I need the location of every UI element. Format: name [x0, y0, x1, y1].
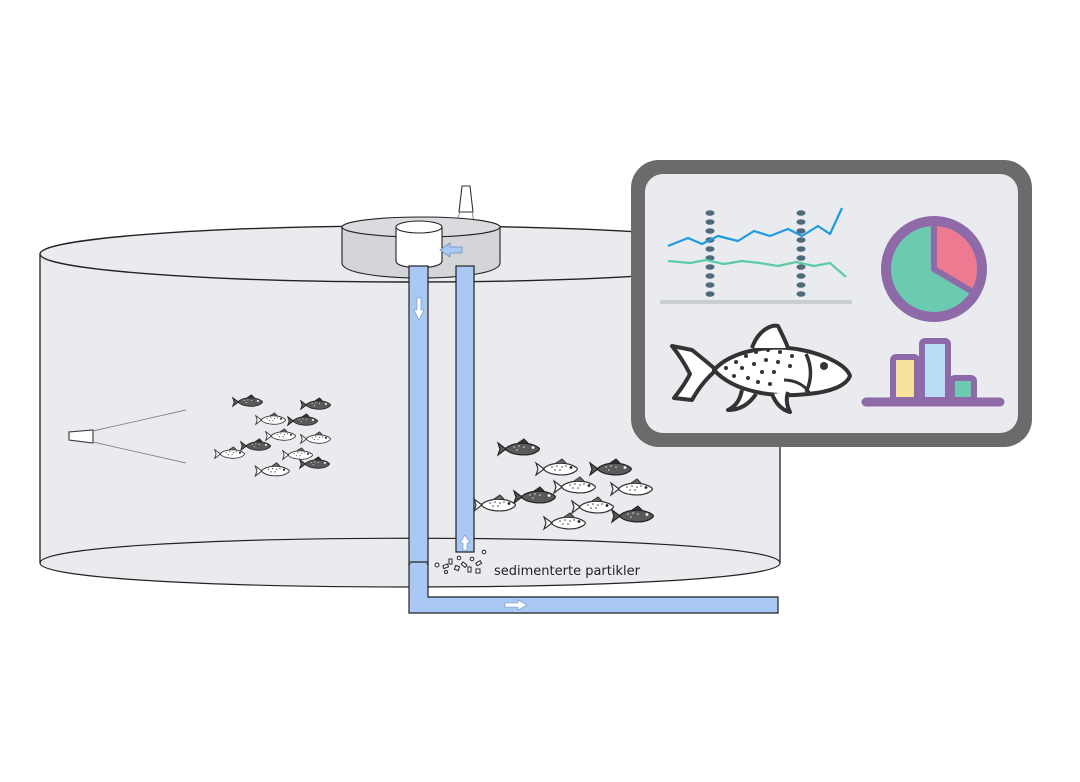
sediment-label: sedimenterte partikler: [494, 564, 641, 579]
pie-chart-icon: [881, 216, 987, 322]
flow-arrow-icon: [439, 242, 463, 258]
sediment-particles: [434, 549, 487, 574]
fish-icon: [670, 323, 852, 414]
center-drain-unit: [341, 216, 501, 279]
return-pipe: [455, 265, 475, 553]
flow-arrow-icon: [504, 599, 528, 611]
camera-icon: [68, 409, 187, 464]
flow-arrow-icon: [459, 534, 471, 551]
flow-arrow-icon: [413, 297, 425, 321]
line-chart-icon: [660, 207, 852, 304]
bar-chart-icon: [861, 338, 1005, 407]
drain-pipe: [408, 265, 779, 614]
monitor-dashboard: [631, 160, 1032, 447]
